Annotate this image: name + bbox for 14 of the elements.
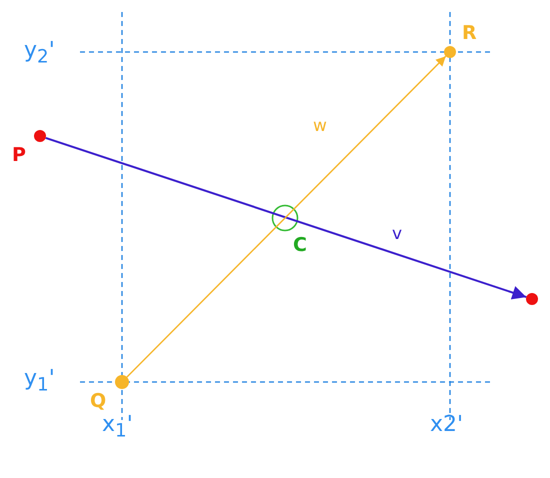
- vector-arrow: [126, 56, 446, 378]
- point-label: R: [462, 24, 477, 43]
- point-label: P: [12, 146, 26, 165]
- point-marker: [526, 293, 538, 305]
- point-marker: [34, 130, 46, 142]
- coordinate-label: y$_{2}$': [24, 40, 55, 67]
- vector-arrow: [45, 136, 527, 300]
- point-marker: [115, 375, 129, 389]
- coordinate-label: x$_{1}$': [102, 414, 133, 441]
- point-marker: [444, 46, 456, 58]
- point-label: Q: [90, 392, 106, 411]
- coordinate-label: x2': [430, 414, 464, 436]
- coordinate-label: y$_{1}$': [24, 368, 55, 395]
- point-label: C: [293, 236, 307, 255]
